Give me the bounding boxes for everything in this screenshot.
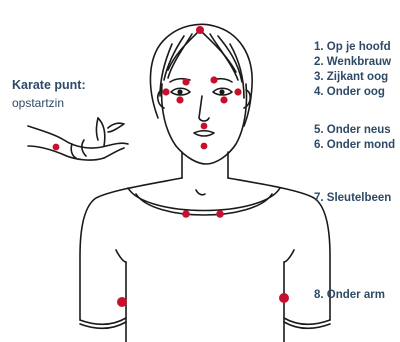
point-under-nose xyxy=(201,123,208,130)
label-point-5: 5. Onder neus xyxy=(314,124,391,136)
point-under-eye-right xyxy=(220,96,227,103)
point-under-arm-left xyxy=(117,297,127,307)
point-side-of-eye-left xyxy=(162,88,169,95)
point-eyebrow-right xyxy=(210,76,217,83)
torso-outline xyxy=(80,178,182,320)
label-point-2: 2. Wenkbrauw xyxy=(314,56,391,68)
point-karate-chop xyxy=(53,144,60,151)
karate-point-title: Karate punt: xyxy=(12,78,86,92)
tapping-points xyxy=(53,26,289,307)
point-eyebrow-left xyxy=(182,78,189,85)
label-point-6: 6. Onder mond xyxy=(314,139,395,151)
label-point-8: 8. Onder arm xyxy=(314,289,385,301)
point-side-of-eye-right xyxy=(234,88,241,95)
point-top-of-head xyxy=(196,26,204,34)
neckline xyxy=(128,188,280,211)
point-collarbone-right xyxy=(216,210,224,218)
nose xyxy=(199,96,209,121)
label-point-4: 4. Onder oog xyxy=(314,86,385,98)
hand-drawing xyxy=(28,118,128,160)
point-under-mouth xyxy=(201,143,208,150)
label-point-7: 7. Sleutelbeen xyxy=(314,192,391,204)
label-point-3: 3. Zijkant oog xyxy=(314,71,388,83)
point-collarbone-left xyxy=(182,210,190,218)
point-under-arm-right xyxy=(279,293,289,303)
label-point-1: 1. Op je hoofd xyxy=(314,41,391,53)
karate-point-subtitle: opstartzin xyxy=(12,96,64,110)
point-under-eye-left xyxy=(176,96,183,103)
mouth xyxy=(194,131,214,136)
